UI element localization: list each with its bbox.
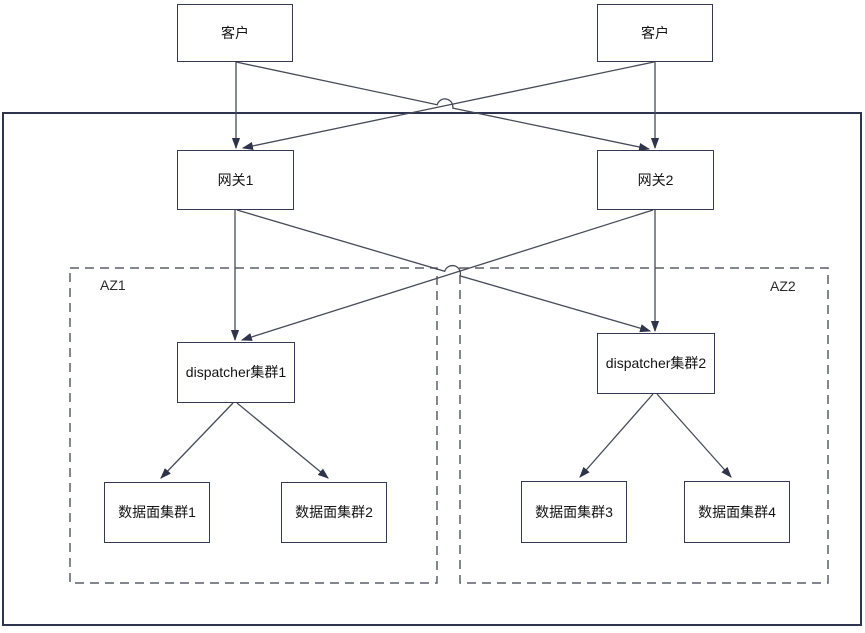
client-left-box[interactable]: 客户 xyxy=(177,4,293,62)
outer-container-box xyxy=(2,112,862,626)
dataplane-cluster-1-box[interactable]: 数据面集群1 xyxy=(104,482,210,543)
dataplane-cluster-3-box[interactable]: 数据面集群3 xyxy=(521,481,627,543)
dataplane-cluster-4-box[interactable]: 数据面集群4 xyxy=(684,481,790,543)
az1-zone-label: AZ1 xyxy=(100,277,126,293)
gateway-2-box[interactable]: 网关2 xyxy=(597,150,714,210)
dataplane-cluster-4-label: 数据面集群4 xyxy=(698,503,776,520)
dataplane-cluster-1-label: 数据面集群1 xyxy=(118,504,196,521)
dispatcher-cluster-2-label: dispatcher集群2 xyxy=(605,355,707,372)
client-right-box[interactable]: 客户 xyxy=(597,4,713,62)
dataplane-cluster-3-label: 数据面集群3 xyxy=(535,503,613,520)
client-right-label: 客户 xyxy=(641,24,669,41)
gateway-1-label: 网关1 xyxy=(217,171,254,188)
gateway-2-label: 网关2 xyxy=(637,171,674,188)
dispatcher-cluster-2-box[interactable]: dispatcher集群2 xyxy=(597,333,715,394)
gateway-1-box[interactable]: 网关1 xyxy=(177,150,294,210)
dispatcher-cluster-1-label: dispatcher集群1 xyxy=(185,364,287,381)
dataplane-cluster-2-box[interactable]: 数据面集群2 xyxy=(281,482,387,543)
client-left-label: 客户 xyxy=(221,24,249,41)
az2-zone-label: AZ2 xyxy=(770,278,796,294)
dispatcher-cluster-1-box[interactable]: dispatcher集群1 xyxy=(177,342,295,403)
dataplane-cluster-2-label: 数据面集群2 xyxy=(295,504,373,521)
